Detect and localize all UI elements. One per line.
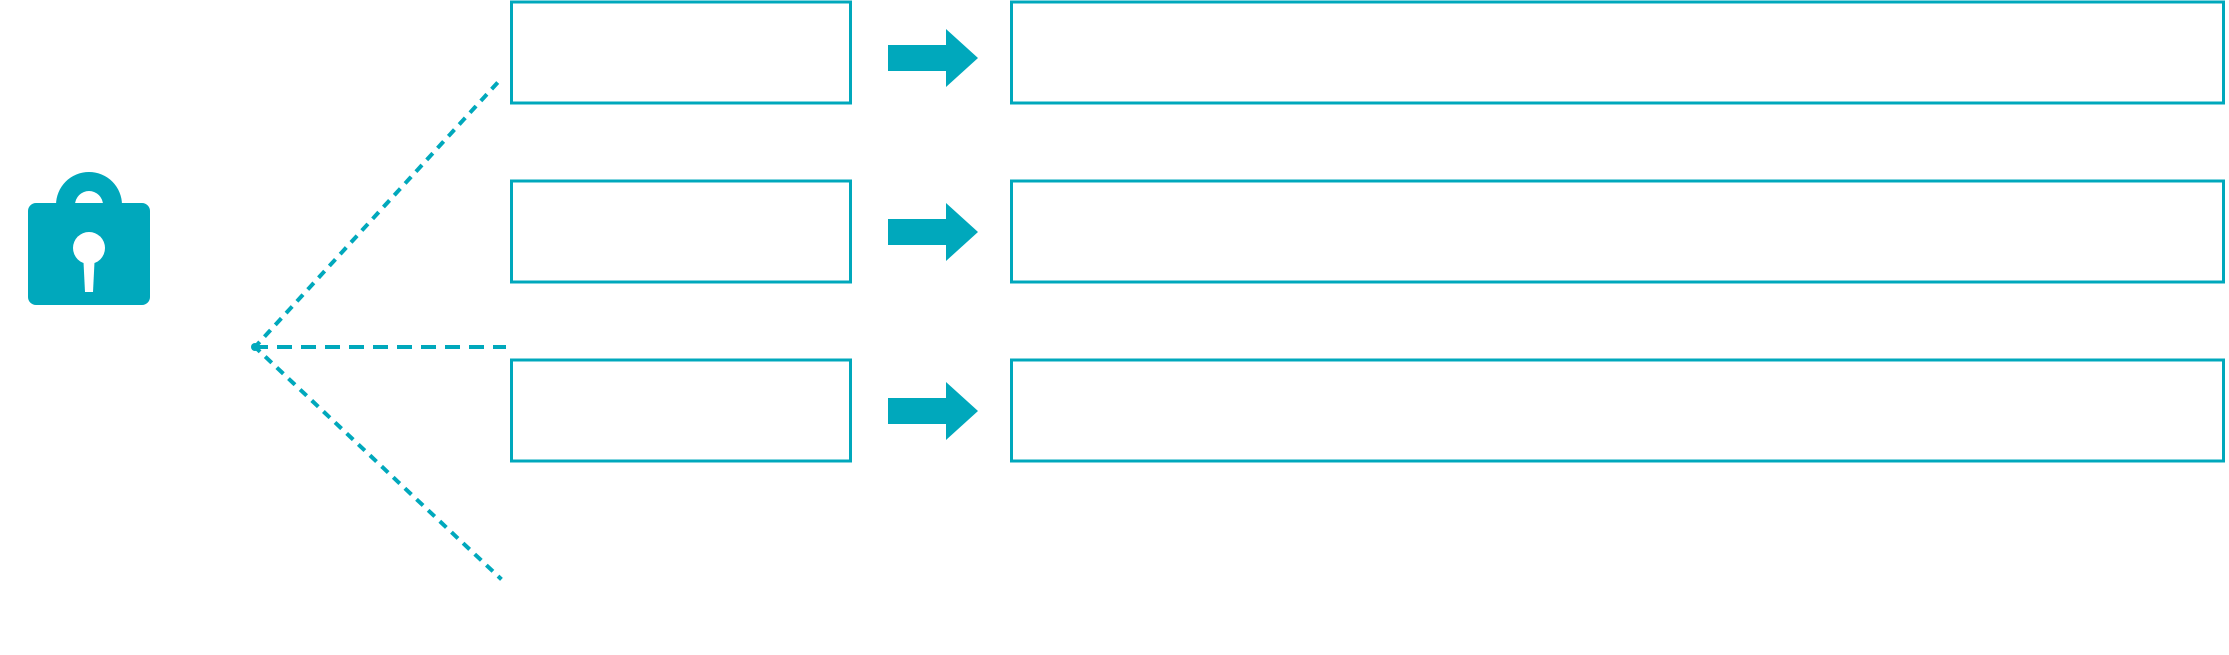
row-3-small-box[interactable] bbox=[510, 358, 852, 463]
row-2-small-box-content[interactable] bbox=[511, 181, 850, 282]
row-1-wide-box-content[interactable] bbox=[1011, 2, 2223, 103]
row-1-small-box-content[interactable] bbox=[511, 2, 850, 103]
row-1-wide-box[interactable] bbox=[1010, 0, 2225, 105]
row-3-wide-box-label bbox=[1011, 360, 2223, 380]
row-2-wide-box-label bbox=[1011, 181, 2223, 201]
row-3-wide-box-content[interactable] bbox=[1011, 360, 2223, 461]
row-2-wide-box-content[interactable] bbox=[1011, 181, 2223, 282]
row-2-wide-box[interactable] bbox=[1010, 179, 2225, 284]
row-3-wide-box[interactable] bbox=[1010, 358, 2225, 463]
row-3-arrow-icon bbox=[888, 382, 978, 440]
row-1-group bbox=[510, 0, 2225, 105]
row-1-small-box[interactable] bbox=[510, 0, 852, 105]
row-2-small-box[interactable] bbox=[510, 179, 852, 284]
connector-row-3 bbox=[252, 344, 503, 581]
fan-out-connectors bbox=[251, 77, 506, 581]
row-2-small-box-label bbox=[511, 181, 850, 201]
row-1-small-box-label bbox=[511, 2, 850, 22]
row-3-small-box-label bbox=[511, 360, 850, 380]
row-2-arrow-icon bbox=[888, 203, 978, 261]
row-3-group bbox=[510, 358, 2225, 463]
row-3-small-box-content[interactable] bbox=[511, 360, 850, 461]
row-2-group bbox=[510, 179, 2225, 284]
connector-row-1 bbox=[252, 77, 503, 350]
row-1-wide-box-label bbox=[1011, 2, 2223, 22]
fan-origin-node bbox=[251, 343, 259, 351]
padlock-icon bbox=[28, 172, 150, 305]
row-1-arrow-icon bbox=[888, 29, 978, 87]
